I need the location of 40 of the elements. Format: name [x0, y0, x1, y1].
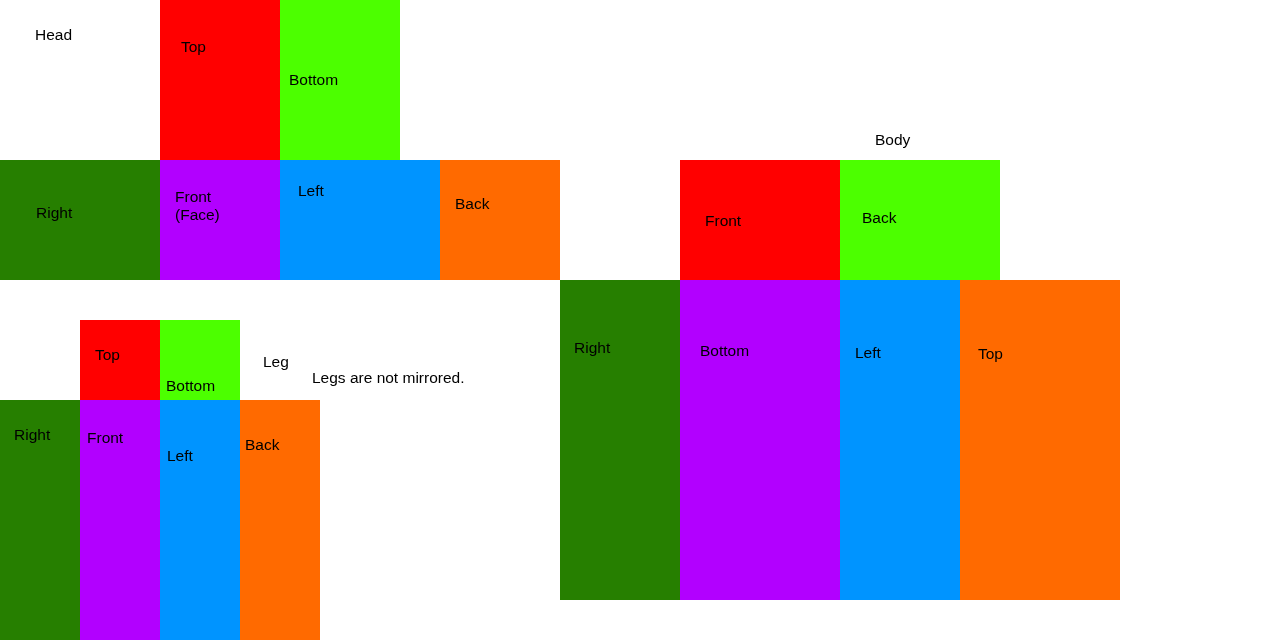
texture-region	[80, 400, 160, 640]
region-label: Bottom	[166, 377, 216, 395]
texture-region	[160, 0, 280, 160]
region-label: Top	[978, 345, 1003, 363]
section-heading: Body	[875, 131, 911, 149]
region-label: Front	[705, 212, 742, 230]
texture-region	[80, 320, 160, 400]
texture-region	[560, 280, 680, 600]
texture-region	[680, 160, 840, 280]
region-label: Bottom	[289, 71, 339, 89]
region-label: Top	[181, 38, 206, 56]
texture-region	[840, 160, 1000, 280]
texture-region	[160, 400, 240, 640]
texture-region	[840, 280, 960, 600]
texture-region	[960, 280, 1120, 600]
texture-region	[240, 400, 320, 640]
texture-region	[0, 160, 160, 280]
region-label: Left	[855, 344, 881, 362]
region-label: Back	[862, 209, 897, 227]
texture-region	[280, 160, 440, 280]
texture-region	[280, 0, 400, 160]
texture-region	[160, 320, 240, 400]
texture-region	[0, 400, 80, 640]
section-heading: Head	[35, 26, 73, 44]
region-label: Back	[455, 195, 490, 213]
region-label: Left	[298, 182, 324, 200]
region-label: Front (Face)	[175, 188, 221, 224]
texture-region	[160, 160, 280, 280]
texture-region	[680, 280, 840, 600]
region-label: Back	[245, 436, 280, 454]
region-label: Right	[36, 204, 73, 222]
region-label: Right	[14, 426, 51, 444]
region-label: Left	[167, 447, 193, 465]
texture-region	[440, 160, 560, 280]
section-heading: Leg	[263, 353, 289, 371]
note-text: Legs are not mirrored.	[312, 369, 465, 387]
region-label: Right	[574, 339, 611, 357]
region-label: Top	[95, 346, 120, 364]
region-label: Bottom	[700, 342, 750, 360]
region-label: Front	[87, 429, 124, 447]
